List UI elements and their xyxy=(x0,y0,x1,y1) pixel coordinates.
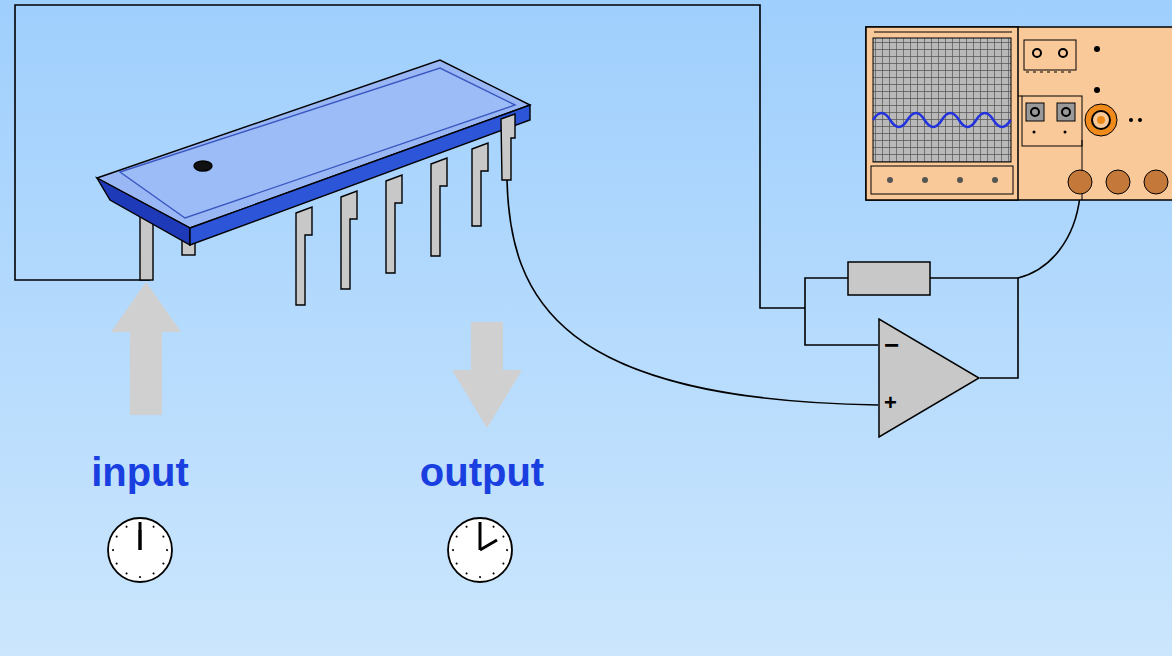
resistor-symbol xyxy=(848,262,930,295)
pin-sign: + xyxy=(884,392,897,414)
clock-tick xyxy=(166,549,168,551)
clock-tick xyxy=(153,526,155,528)
clock-tick xyxy=(126,572,128,574)
clock-tick xyxy=(116,536,118,538)
oscilloscope xyxy=(866,27,1172,200)
clock-tick xyxy=(479,576,481,578)
clock-tick xyxy=(466,526,468,528)
clock-tick xyxy=(452,549,454,551)
clock xyxy=(108,518,512,582)
clock-tick xyxy=(456,563,458,565)
clock-tick xyxy=(116,563,118,565)
signal-label: output xyxy=(420,452,544,492)
clock-tick xyxy=(506,549,508,551)
clock-tick xyxy=(153,572,155,574)
clock-tick xyxy=(162,536,164,538)
clock-tick xyxy=(162,563,164,565)
clock-tick xyxy=(466,572,468,574)
pin-sign: − xyxy=(884,332,899,358)
clock-tick xyxy=(139,522,141,524)
clock-tick xyxy=(502,536,504,538)
clock-tick xyxy=(479,522,481,524)
op-amp: −+ xyxy=(878,318,980,438)
clock-tick xyxy=(139,576,141,578)
clock-tick xyxy=(502,563,504,565)
clock-tick xyxy=(493,572,495,574)
output-arrow xyxy=(452,322,522,428)
input-arrow xyxy=(111,282,181,415)
ic-chip xyxy=(97,60,530,305)
signal-label: input xyxy=(91,452,189,492)
clock-tick xyxy=(126,526,128,528)
clock-tick xyxy=(456,536,458,538)
clock-tick xyxy=(493,526,495,528)
clock-tick xyxy=(112,549,114,551)
